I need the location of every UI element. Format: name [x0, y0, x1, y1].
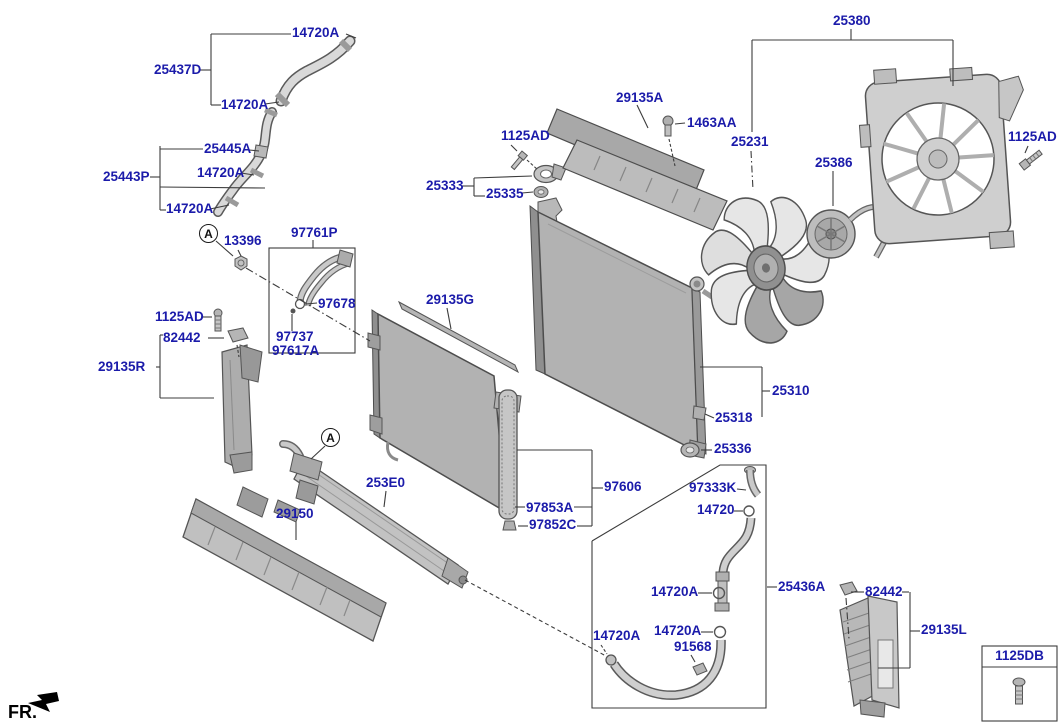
part-label-253E0: 253E0 [366, 475, 406, 490]
middle-hose-drawing [213, 107, 278, 217]
part-label-14720A-5: 14720A [651, 584, 699, 599]
part-label-29135G: 29135G [426, 292, 475, 307]
part-label-1125AD-right: 1125AD [1008, 129, 1057, 144]
coolant-pipe-assembly-drawing [290, 249, 354, 314]
air-guard-right-drawing [221, 344, 263, 474]
part-label-25386: 25386 [815, 155, 853, 170]
part-label-97853A: 97853A [526, 500, 574, 515]
part-label-1125AD-left: 1125AD [155, 309, 204, 324]
part-label-25445A: 25445A [204, 141, 252, 156]
part-label-97606: 97606 [604, 479, 642, 494]
part-label-29135R: 29135R [98, 359, 146, 374]
part-label-29135L: 29135L [921, 622, 967, 637]
part-label-25443P: 25443P [103, 169, 150, 184]
part-label-97678: 97678 [318, 296, 356, 311]
air-guard-upper-drawing [546, 108, 728, 231]
part-label-29150: 29150 [276, 506, 314, 521]
lower-hose-assembly-drawing [605, 466, 762, 700]
radiator-drawing [529, 204, 714, 459]
part-label-25310: 25310 [772, 383, 810, 398]
part-label-14720A-1: 14720A [292, 25, 340, 40]
upper-hose-drawing [274, 35, 356, 108]
part-label-25333: 25333 [426, 178, 464, 193]
part-label-13396: 13396 [224, 233, 262, 248]
condenser-seal-drawing [397, 300, 520, 374]
part-label-14720A-7: 14720A [593, 628, 641, 643]
part-label-25437D: 25437D [154, 62, 202, 77]
part-label-14720A-3: 14720A [197, 165, 245, 180]
nut-drawing [234, 255, 248, 271]
fan-shroud-drawing [858, 66, 1024, 250]
air-guard-lower-drawing [182, 486, 387, 642]
cooling-fan-drawing [693, 185, 841, 355]
front-direction-label: FR. [8, 702, 37, 722]
callout-circle-a-2: A [321, 428, 340, 447]
part-label-1125AD-center: 1125AD [501, 128, 550, 143]
part-label-25335: 25335 [486, 186, 524, 201]
condenser-drawing [367, 309, 507, 514]
part-label-25380: 25380 [833, 13, 871, 28]
left-bolt-clip-drawing [213, 308, 249, 343]
part-label-25318: 25318 [715, 410, 753, 425]
part-label-14720A-6: 14720A [654, 623, 702, 638]
receiver-drier-drawing [493, 389, 522, 531]
part-label-97737: 97737 [276, 329, 314, 344]
part-label-25336: 25336 [714, 441, 752, 456]
air-guard-left-drawing [839, 581, 900, 718]
part-label-82442-left: 82442 [163, 330, 201, 345]
part-label-14720A-4: 14720A [166, 201, 214, 216]
part-label-97761P: 97761P [291, 225, 338, 240]
part-label-14720A-2: 14720A [221, 97, 269, 112]
part-label-1125DB: 1125DB [995, 648, 1044, 663]
part-label-14720: 14720 [697, 502, 735, 517]
front-direction-arrow-icon [28, 692, 59, 712]
ref-bolt-drawing [1012, 677, 1026, 705]
part-label-97617A: 97617A [272, 343, 320, 358]
part-label-82442-right: 82442 [865, 584, 903, 599]
part-label-97333K: 97333K [689, 480, 737, 495]
part-label-25231: 25231 [731, 134, 769, 149]
part-label-91568: 91568 [674, 639, 712, 654]
leader-lines [150, 29, 1058, 722]
part-label-1463AA: 1463AA [687, 115, 737, 130]
callout-circle-a-1: A [199, 224, 218, 243]
intercooler-drawing [279, 440, 469, 589]
part-label-97852C: 97852C [529, 517, 577, 532]
part-label-25436A: 25436A [778, 579, 826, 594]
part-label-29135A: 29135A [616, 90, 664, 105]
right-bolt-drawing [1018, 149, 1043, 171]
